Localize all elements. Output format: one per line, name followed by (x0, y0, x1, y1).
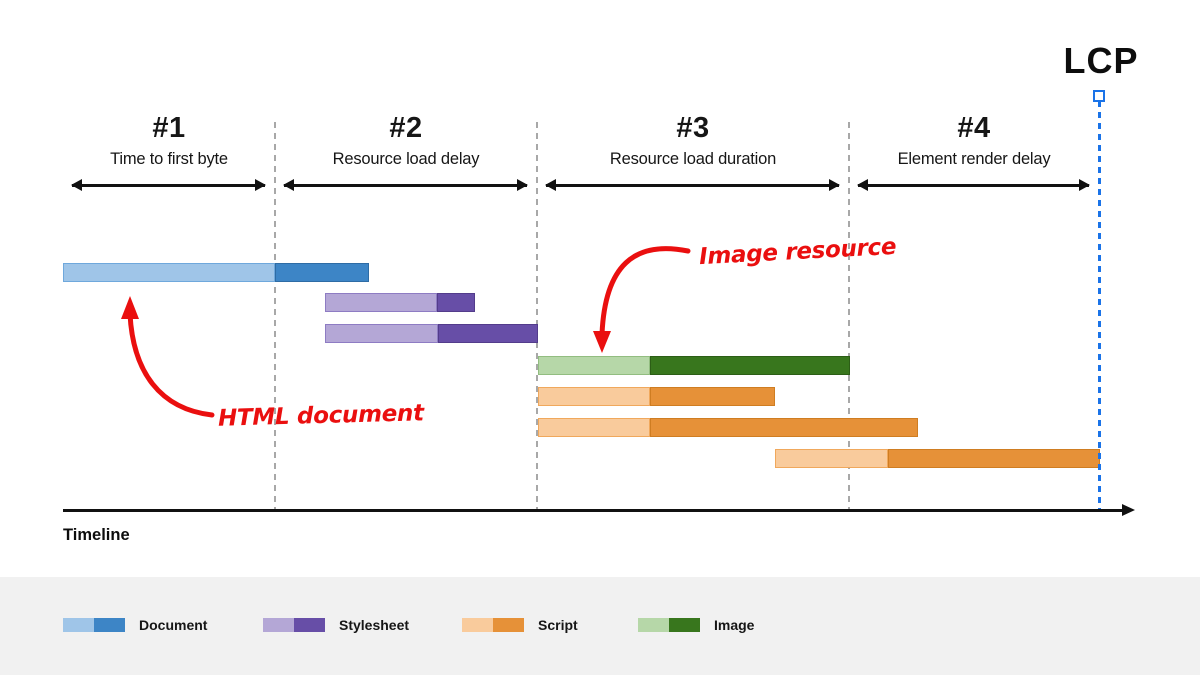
bar-script-light-segment (775, 449, 888, 468)
bar-stylesheet-dark-segment (438, 324, 538, 343)
bar-document-dark-segment (275, 263, 369, 282)
bar-stylesheet-dark-segment (437, 293, 475, 312)
legend-label-image: Image (714, 617, 755, 633)
phase-2-span-arrow (283, 180, 528, 191)
legend-label-document: Document (139, 617, 208, 633)
phase-separator-1 (274, 122, 276, 510)
legend-label-stylesheet: Stylesheet (339, 617, 410, 633)
timeline-axis (63, 504, 1135, 515)
phase-3-span-arrow (545, 180, 840, 191)
lcp-title: LCP (1063, 40, 1139, 81)
red-arrow-to-image-bar (593, 246, 691, 353)
annotation-image-resource: Image resource (698, 233, 897, 271)
lcp-dashed-line (1098, 101, 1101, 510)
legend-swatch-script-light (462, 618, 493, 632)
red-arrow-to-document-bar (121, 296, 215, 418)
phase-2-label: Resource load delay (332, 150, 480, 168)
legend: Document Stylesheet Script Image (0, 577, 1200, 675)
phase-separator-2 (536, 122, 538, 510)
bar-script-dark-segment (888, 449, 1100, 468)
bar-document-light-segment (63, 263, 275, 282)
bar-stylesheet-light-segment (325, 293, 437, 312)
legend-swatch-script-dark (493, 618, 524, 632)
bar-stylesheet-light-segment (325, 324, 438, 343)
bar-image-light-segment (538, 356, 650, 375)
legend-swatch-document-dark (94, 618, 125, 632)
phase-4-number: #4 (957, 112, 991, 144)
annotation-html-document: HTML document (217, 400, 425, 432)
legend-swatch-image-light (638, 618, 669, 632)
phase-3-number: #3 (676, 112, 710, 144)
legend-label-script: Script (538, 617, 578, 633)
phase-1-span-arrow (71, 180, 266, 191)
phase-1-label: Time to first byte (110, 150, 228, 168)
phase-4-span-arrow (857, 180, 1090, 191)
legend-swatch-document-light (63, 618, 94, 632)
legend-swatch-stylesheet-dark (294, 618, 325, 632)
phase-3-label: Resource load duration (609, 150, 777, 168)
phase-1-number: #1 (152, 112, 186, 144)
phase-2-number: #2 (389, 112, 423, 144)
bar-script-dark-segment (650, 387, 775, 406)
legend-swatch-image-dark (669, 618, 700, 632)
timeline-label: Timeline (63, 526, 130, 544)
phase-4-label: Element render delay (897, 150, 1051, 168)
bar-script-dark-segment (650, 418, 918, 437)
bar-image-dark-segment (650, 356, 850, 375)
bar-script-light-segment (538, 418, 650, 437)
bar-script-light-segment (538, 387, 650, 406)
phase-separator-3 (848, 122, 850, 510)
legend-swatch-stylesheet-light (263, 618, 294, 632)
